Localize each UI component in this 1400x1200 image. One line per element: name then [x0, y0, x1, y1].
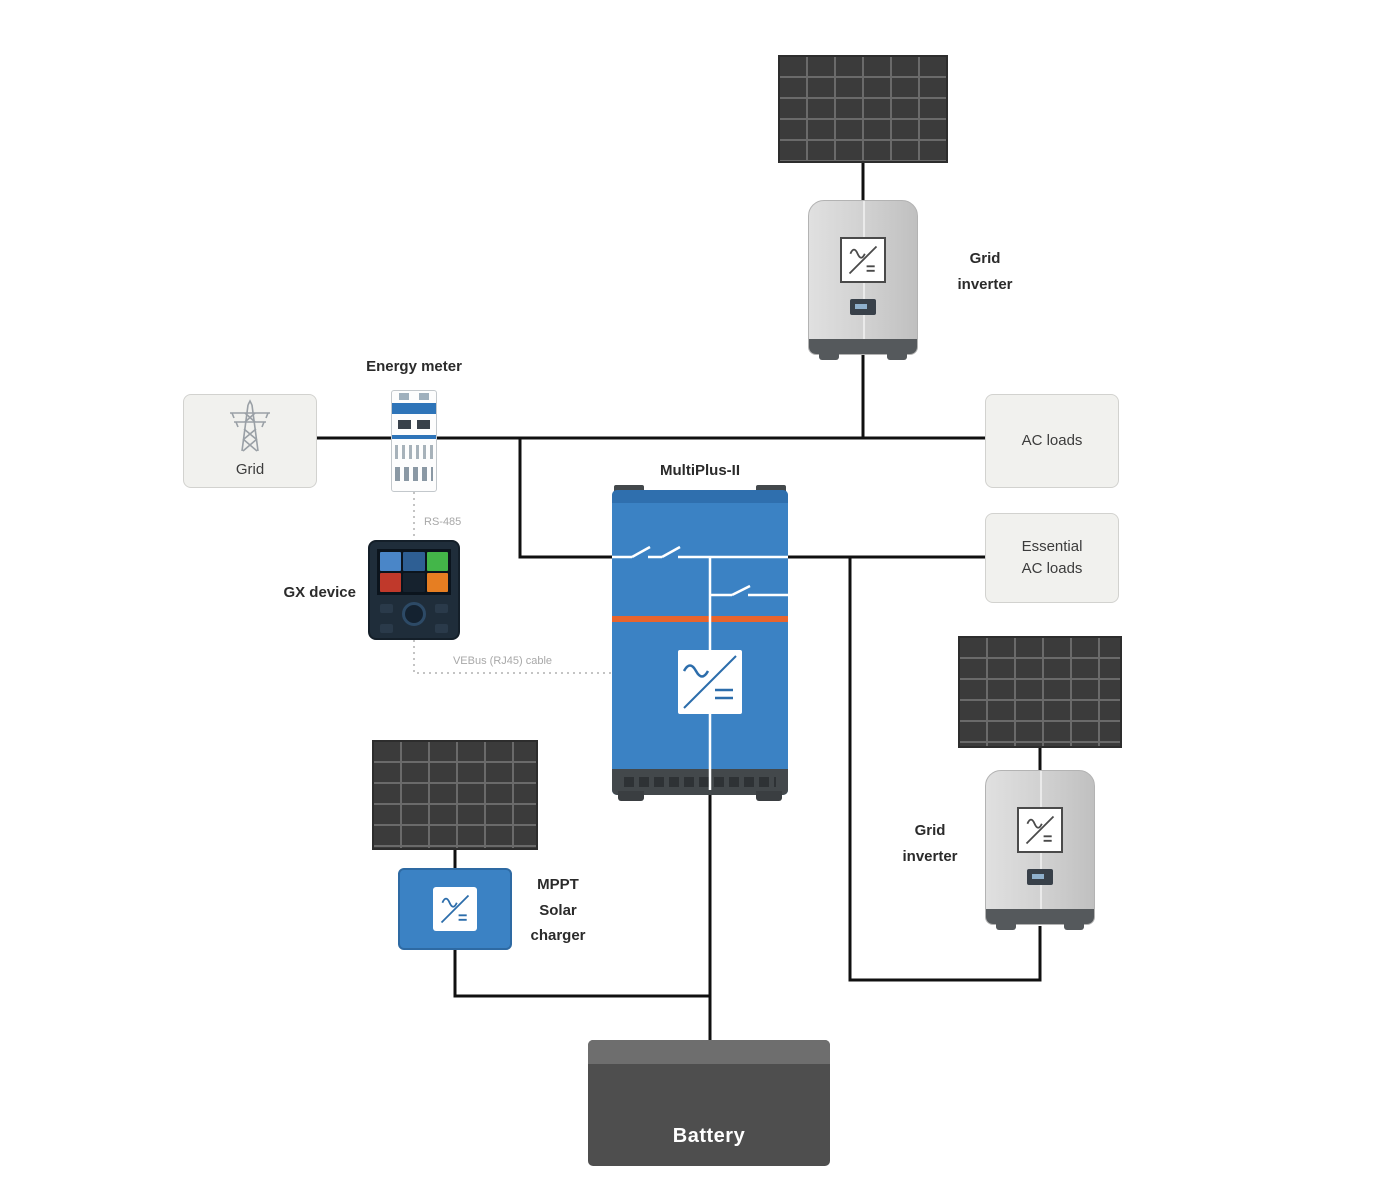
meter-display-window	[398, 420, 411, 429]
battery-lid	[588, 1040, 830, 1064]
gx-screen-tile	[380, 552, 402, 571]
multiplus-label: MultiPlus-II	[660, 462, 740, 479]
wire-bus-to-multiplus-acin	[518, 438, 618, 559]
inverter-ac-dc-icon	[840, 237, 886, 283]
inverter-base	[986, 909, 1094, 924]
grid-inverter-right-label: Grid inverter	[902, 822, 958, 865]
inverter-foot	[1064, 922, 1084, 930]
gx-screen-tile	[380, 573, 402, 592]
inverter-display	[1027, 869, 1053, 885]
gx-wheel-button	[402, 602, 426, 626]
gx-button	[435, 604, 448, 613]
gx-button	[435, 624, 448, 633]
grid-label: Grid	[235, 460, 265, 478]
multiplus-top-band	[612, 490, 788, 503]
gx-device-label: GX device	[283, 584, 356, 601]
gx-button	[380, 604, 393, 613]
vebus-cable-label: VEBus (RJ45) cable	[452, 655, 553, 667]
grid-inverter-top-device	[808, 200, 918, 360]
transfer-switch-schematic	[612, 545, 788, 790]
mppt-label: MPPT Solar charger	[530, 876, 586, 944]
inverter-ac-dc-icon	[1017, 807, 1063, 853]
gx-screen-tile	[403, 573, 425, 592]
essential-ac-loads-label: Essential AC loads	[1021, 537, 1083, 578]
meter-display-window	[417, 420, 430, 429]
energy-meter-label: Energy meter	[366, 358, 462, 375]
grid-inverter-top-label: Grid inverter	[957, 250, 1013, 293]
battery-label: Battery	[672, 1125, 746, 1147]
solar-panel-right	[958, 636, 1122, 748]
inverter-display	[850, 299, 876, 315]
multiplus-foot	[618, 791, 644, 801]
inverter-foot	[996, 922, 1016, 930]
essential-ac-loads-node: Essential AC loads	[985, 513, 1119, 603]
solar-panel-left	[372, 740, 538, 850]
wire-mppt-to-dc-bus	[453, 948, 710, 998]
rs485-cable-label: RS-485	[424, 516, 462, 528]
multiplus-orange-stripe	[612, 616, 788, 622]
transmission-tower-icon	[230, 399, 270, 452]
meter-terminal	[419, 393, 429, 400]
multiplus-terminal-band	[612, 769, 788, 795]
gx-device	[368, 540, 460, 640]
gx-screen-tile	[426, 552, 448, 571]
multiplus-foot	[756, 791, 782, 801]
inverter-foot	[887, 352, 907, 360]
solar-panel-top	[778, 55, 948, 163]
ac-loads-label: AC loads	[1021, 431, 1083, 449]
gx-button	[380, 624, 393, 633]
battery-device: Battery	[588, 1040, 830, 1166]
gx-screen	[377, 549, 451, 595]
inverter-base	[809, 339, 917, 354]
multiplus-device	[612, 485, 788, 801]
inverter-foot	[819, 352, 839, 360]
energy-meter-device	[391, 390, 437, 492]
mppt-charger-device	[398, 868, 512, 950]
gx-screen-tile	[403, 552, 425, 571]
grid-inverter-right-device	[985, 770, 1095, 930]
meter-terminal	[399, 393, 409, 400]
wire-essential-bus-to-inverter-right	[848, 557, 1042, 982]
meter-terminal-screws	[395, 467, 433, 481]
mppt-icon	[433, 887, 477, 931]
ac-loads-node: AC loads	[985, 394, 1119, 488]
grid-node: Grid	[183, 394, 317, 488]
meter-blue-stripe	[392, 435, 436, 439]
meter-terminal-comb	[395, 445, 433, 459]
meter-blue-band	[392, 403, 436, 414]
gx-screen-tile	[426, 573, 448, 592]
